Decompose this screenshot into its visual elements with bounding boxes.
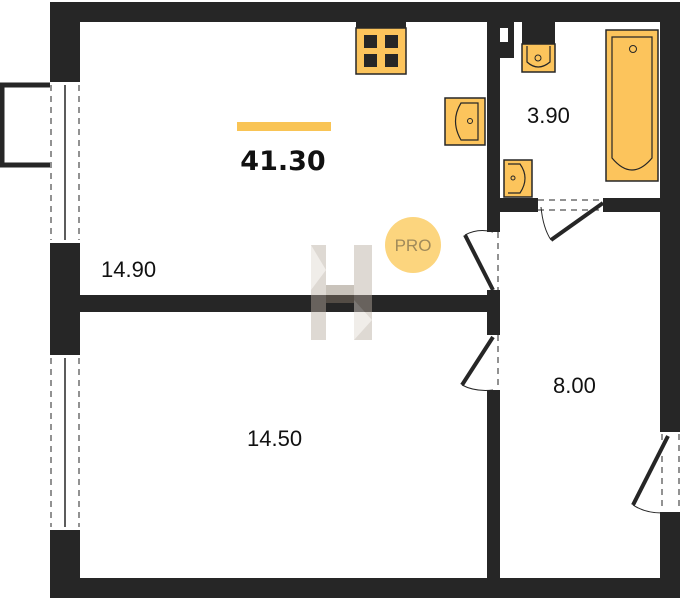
wall-left — [50, 243, 80, 355]
shaft — [500, 28, 508, 42]
watermark-logo — [311, 245, 372, 340]
wall-right — [660, 512, 680, 598]
wall-right — [660, 2, 680, 432]
kitchen-sink-icon — [444, 97, 486, 146]
room-area-bathroom: 3.90 — [527, 103, 570, 128]
entrance-door[interactable] — [631, 434, 680, 514]
wall-bathroom — [500, 198, 538, 212]
window-living — [50, 85, 80, 240]
wall-left — [50, 2, 80, 82]
balcony-outline — [0, 82, 50, 168]
stove-icon — [355, 22, 407, 75]
wall-bottom — [50, 578, 680, 598]
pro-badge — [385, 217, 441, 273]
wall-room-divider — [80, 295, 487, 312]
wall-bathroom — [603, 198, 660, 212]
room-area-hallway: 8.00 — [553, 373, 596, 398]
door-bedroom[interactable] — [460, 335, 499, 391]
total-area-accent-bar — [237, 122, 331, 131]
wall-left — [50, 530, 80, 598]
wall-partition — [487, 390, 500, 598]
room-area-bedroom: 14.50 — [247, 426, 302, 451]
pro-badge-label: PRO — [395, 236, 432, 255]
wall-partition — [487, 2, 500, 232]
wall-partition — [487, 290, 500, 335]
room-area-living: 14.90 — [101, 257, 156, 282]
window-bedroom — [50, 358, 80, 527]
door-bathroom[interactable] — [538, 199, 605, 242]
bathtub-icon — [605, 29, 659, 182]
bathroom-sink-icon — [503, 159, 533, 198]
total-area: 41.30 — [240, 146, 325, 177]
toilet-icon — [521, 22, 556, 73]
door-living[interactable] — [463, 230, 499, 291]
wall-top — [50, 2, 680, 22]
